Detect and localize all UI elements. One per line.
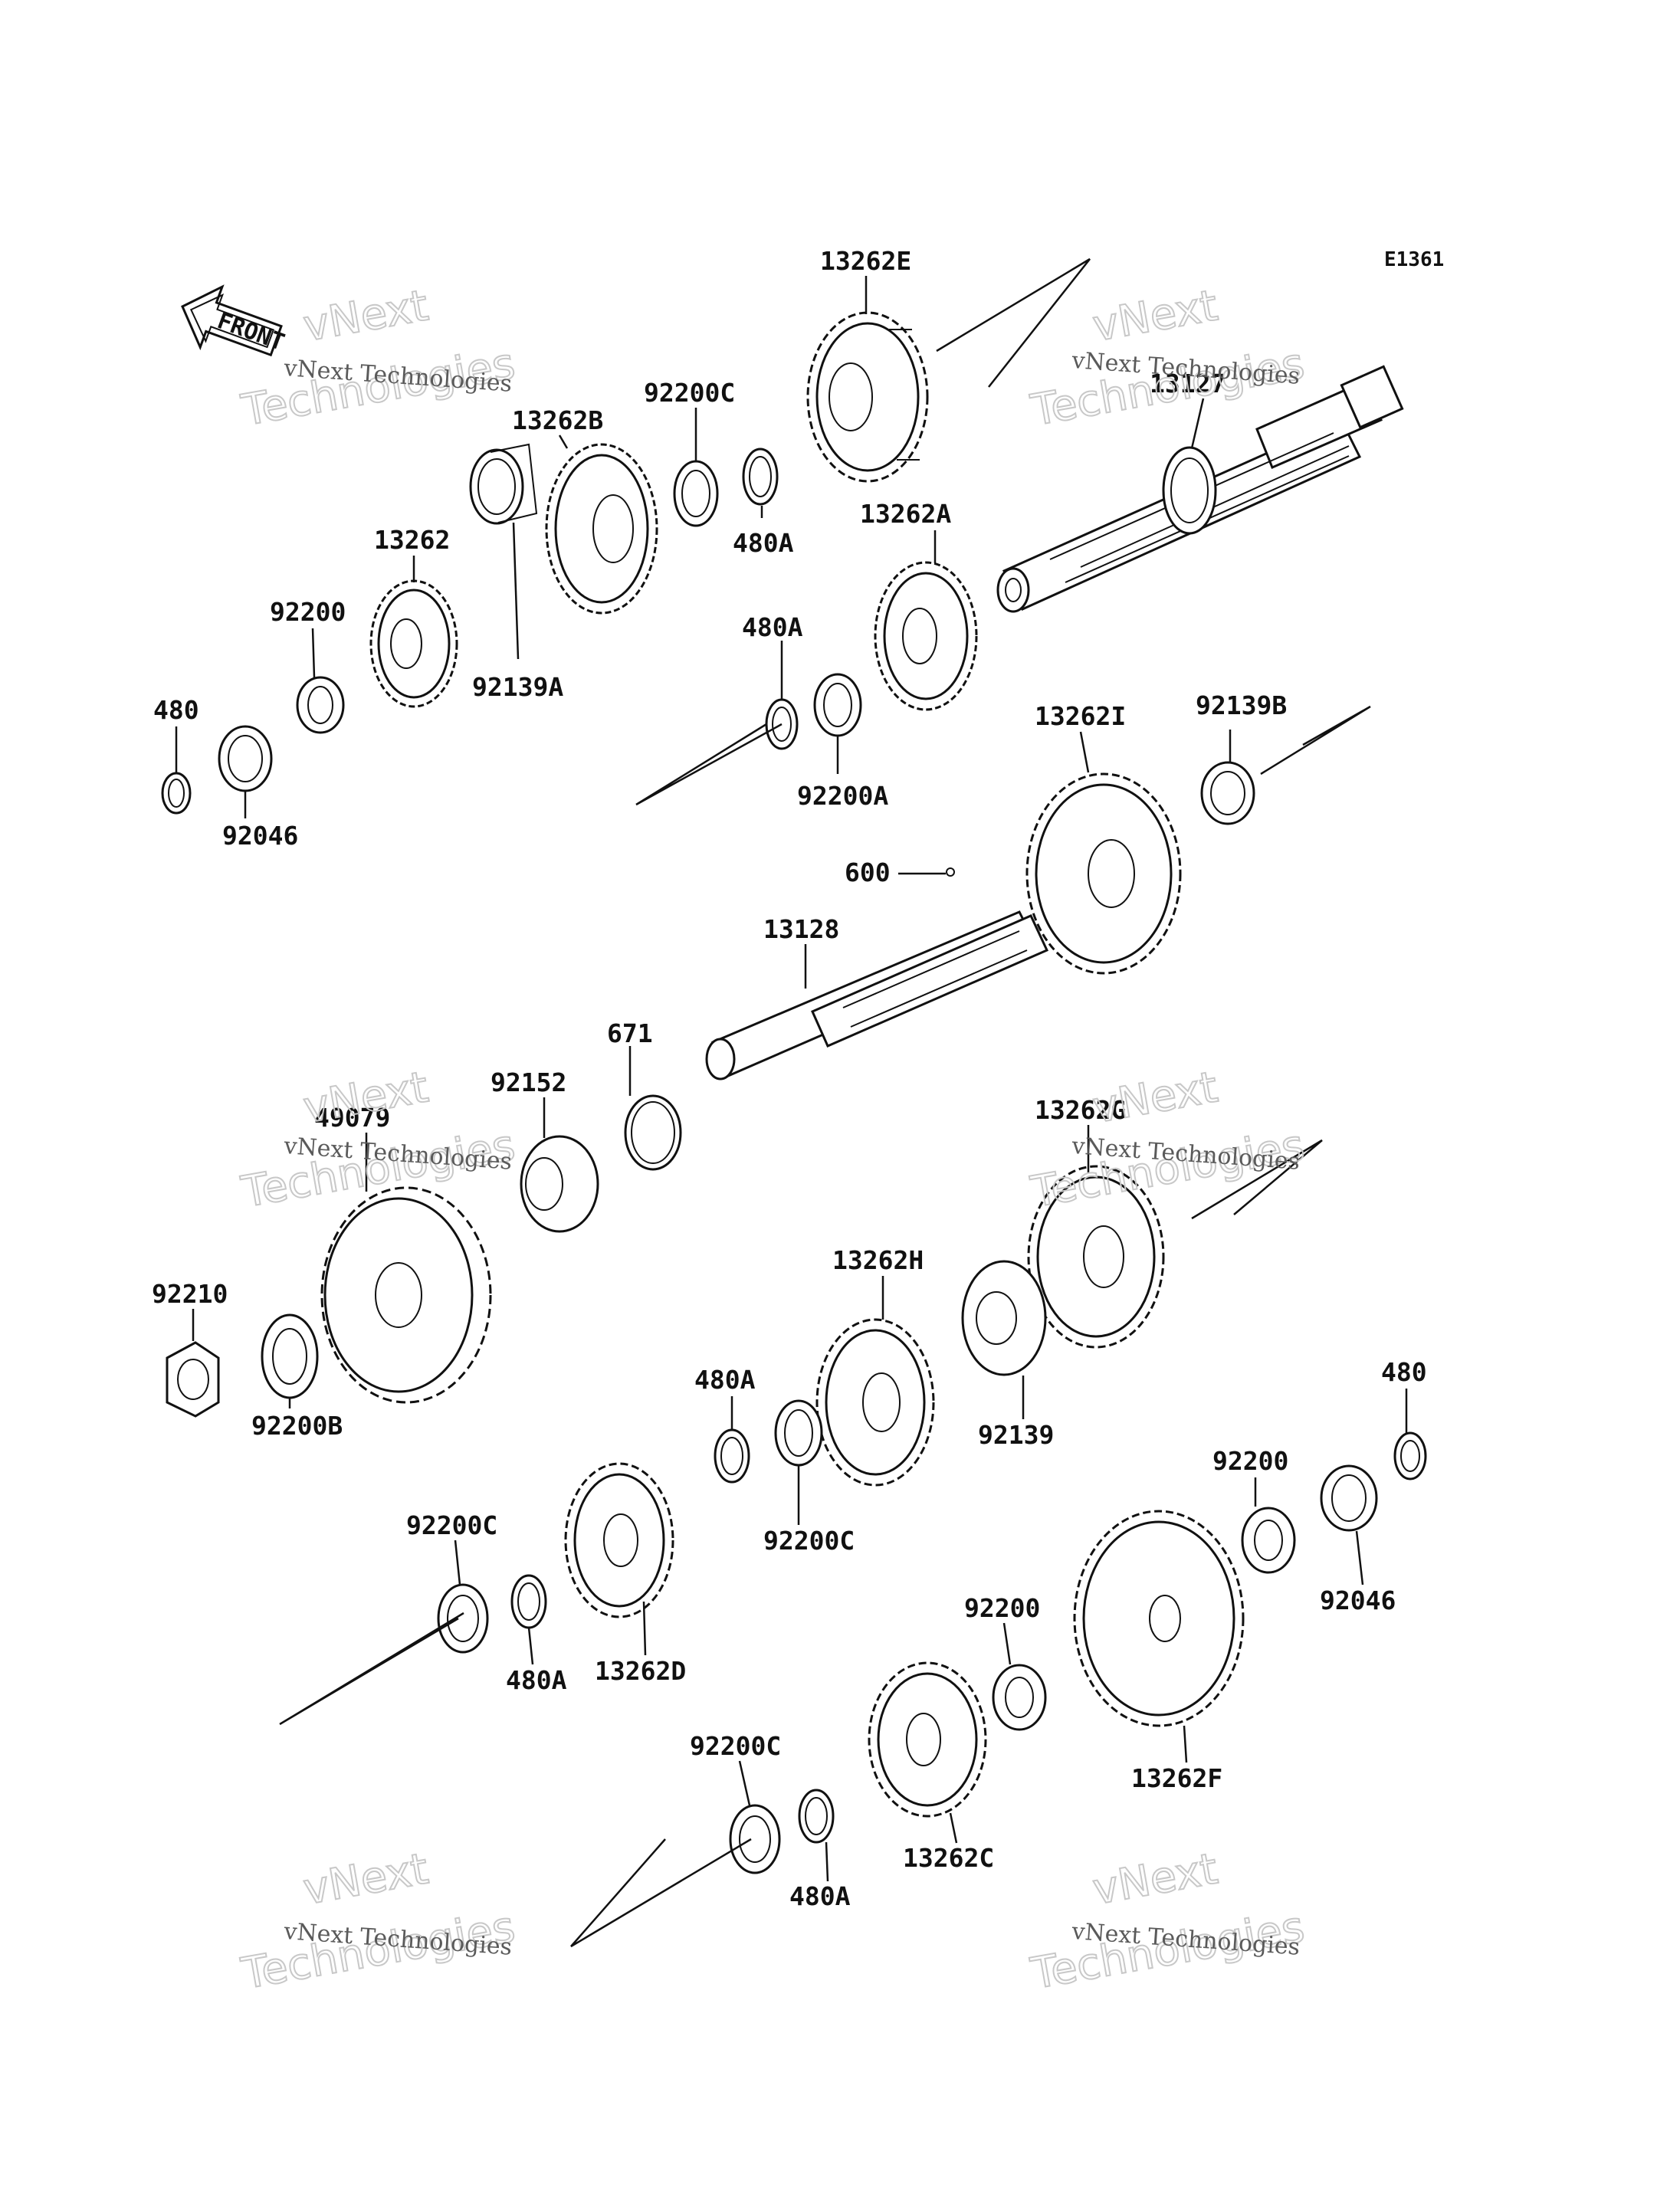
label-49079: 49079 xyxy=(314,1103,390,1133)
bearing-92139A xyxy=(469,443,538,525)
shaft-13128 xyxy=(705,867,1049,1080)
washer-92200C-mid xyxy=(774,1399,823,1467)
circlip-480A-bottom xyxy=(798,1789,835,1844)
sprocket-49079 xyxy=(320,1186,492,1404)
svg-text:vNext: vNext xyxy=(300,280,431,351)
label-92046-top: 92046 xyxy=(222,821,298,851)
gear-13262F xyxy=(1073,1510,1245,1727)
washer-92200C-low xyxy=(437,1583,489,1654)
washer-92200-low xyxy=(1241,1507,1296,1574)
svg-text:vNext: vNext xyxy=(1089,280,1221,351)
watermark-top-right: vNext Technologies vNext Technologies xyxy=(1026,280,1309,437)
label-480A-top: 480A xyxy=(733,528,794,558)
bearing-92046-top xyxy=(218,725,273,792)
watermark-mid-right: vNext Technologies vNext Technologies xyxy=(1026,1061,1309,1218)
circlip-480A-low2 xyxy=(510,1574,547,1629)
gear-13262H xyxy=(815,1318,935,1487)
label-13262F: 13262F xyxy=(1131,1763,1222,1793)
washer-92200A xyxy=(813,673,862,737)
circlip-480A-top xyxy=(742,448,779,506)
label-13262A: 13262A xyxy=(860,499,951,529)
circlip-480-top xyxy=(161,772,192,815)
shaft-13127 xyxy=(996,365,1404,613)
washer-92200B xyxy=(261,1313,319,1399)
svg-text:vNext: vNext xyxy=(1089,1062,1221,1133)
label-92200C-bottom: 92200C xyxy=(690,1731,781,1761)
svg-text:vNext: vNext xyxy=(1089,1844,1221,1914)
label-13262C: 13262C xyxy=(903,1843,994,1873)
label-480-top: 480 xyxy=(153,695,199,725)
label-92200C-low: 92200C xyxy=(406,1510,497,1540)
diagram-code: E1361 xyxy=(1384,248,1444,271)
label-92200C-top: 92200C xyxy=(644,378,735,408)
label-92200B: 92200B xyxy=(251,1411,343,1441)
label-13262H: 13262H xyxy=(832,1245,924,1275)
gear-13262C xyxy=(868,1661,987,1818)
washer-92200C-top xyxy=(673,460,719,527)
washer-92200-top xyxy=(296,676,345,734)
label-480A-low: 480A xyxy=(694,1365,756,1395)
watermark-bottom-right: vNext Technologies vNext Technologies xyxy=(1026,1843,1309,2000)
o-ring-671 xyxy=(624,1094,682,1171)
label-13262: 13262 xyxy=(374,525,450,555)
label-92200-low: 92200 xyxy=(1212,1446,1288,1476)
front-arrow-icon: FRONT xyxy=(181,284,288,357)
gear-13262 xyxy=(369,579,458,708)
part-labels: 13262E 13127 92200C 13262B 480A 13262A 1… xyxy=(152,246,1427,1911)
label-13262E: 13262E xyxy=(820,246,911,276)
label-92139: 92139 xyxy=(978,1420,1054,1450)
label-92139B: 92139B xyxy=(1196,690,1287,720)
watermark-bottom-left: vNext Technologies vNext Technologies xyxy=(237,1843,520,2000)
label-92210: 92210 xyxy=(152,1279,228,1309)
gear-13262B xyxy=(545,443,658,615)
svg-text:vNext: vNext xyxy=(300,1062,431,1133)
washer-92200C-bottom xyxy=(729,1804,781,1874)
gear-13262E xyxy=(806,311,929,483)
label-13262B: 13262B xyxy=(512,405,603,435)
label-13262G: 13262G xyxy=(1035,1095,1126,1125)
svg-text:vNext: vNext xyxy=(300,1844,431,1914)
gear-13262D xyxy=(564,1462,674,1618)
label-671: 671 xyxy=(607,1018,653,1048)
gear-13262G xyxy=(1027,1165,1165,1349)
circlip-480A-low xyxy=(714,1428,750,1484)
label-13262I: 13262I xyxy=(1035,701,1126,731)
label-13127: 13127 xyxy=(1150,369,1226,398)
washer-92200-bottom xyxy=(992,1664,1047,1731)
label-92200C-mid: 92200C xyxy=(763,1526,855,1556)
watermark-mid-left: vNext Technologies vNext Technologies xyxy=(237,1061,520,1218)
label-600: 600 xyxy=(845,857,891,887)
watermark-top-left: vNext Technologies vNext Technologies xyxy=(237,280,520,437)
label-480A-bottom: 480A xyxy=(789,1881,851,1911)
bearing-92152 xyxy=(520,1135,599,1233)
label-480A-mid: 480A xyxy=(742,612,803,642)
bushing-92139 xyxy=(961,1260,1047,1376)
assembly-lines xyxy=(279,257,1371,1948)
label-92200-top: 92200 xyxy=(270,597,346,627)
gear-13262A xyxy=(874,561,978,711)
label-92200-bottom: 92200 xyxy=(964,1593,1040,1623)
label-480-low: 480 xyxy=(1381,1357,1427,1387)
nut-92210 xyxy=(166,1341,220,1418)
bearing-92139B xyxy=(1200,761,1255,825)
circlip-480-low xyxy=(1393,1431,1427,1481)
label-92139A: 92139A xyxy=(472,672,563,702)
label-13262D: 13262D xyxy=(595,1656,686,1686)
bearing-92046-low xyxy=(1320,1464,1378,1532)
gear-13262I xyxy=(1025,772,1182,975)
gear-13127-integral xyxy=(1162,446,1217,535)
label-92046-low: 92046 xyxy=(1320,1585,1396,1615)
label-92152: 92152 xyxy=(491,1067,566,1097)
label-480A-low2: 480A xyxy=(506,1665,567,1695)
leader-lines xyxy=(175,276,1408,1882)
label-13128: 13128 xyxy=(763,914,839,944)
label-92200A: 92200A xyxy=(797,781,888,811)
